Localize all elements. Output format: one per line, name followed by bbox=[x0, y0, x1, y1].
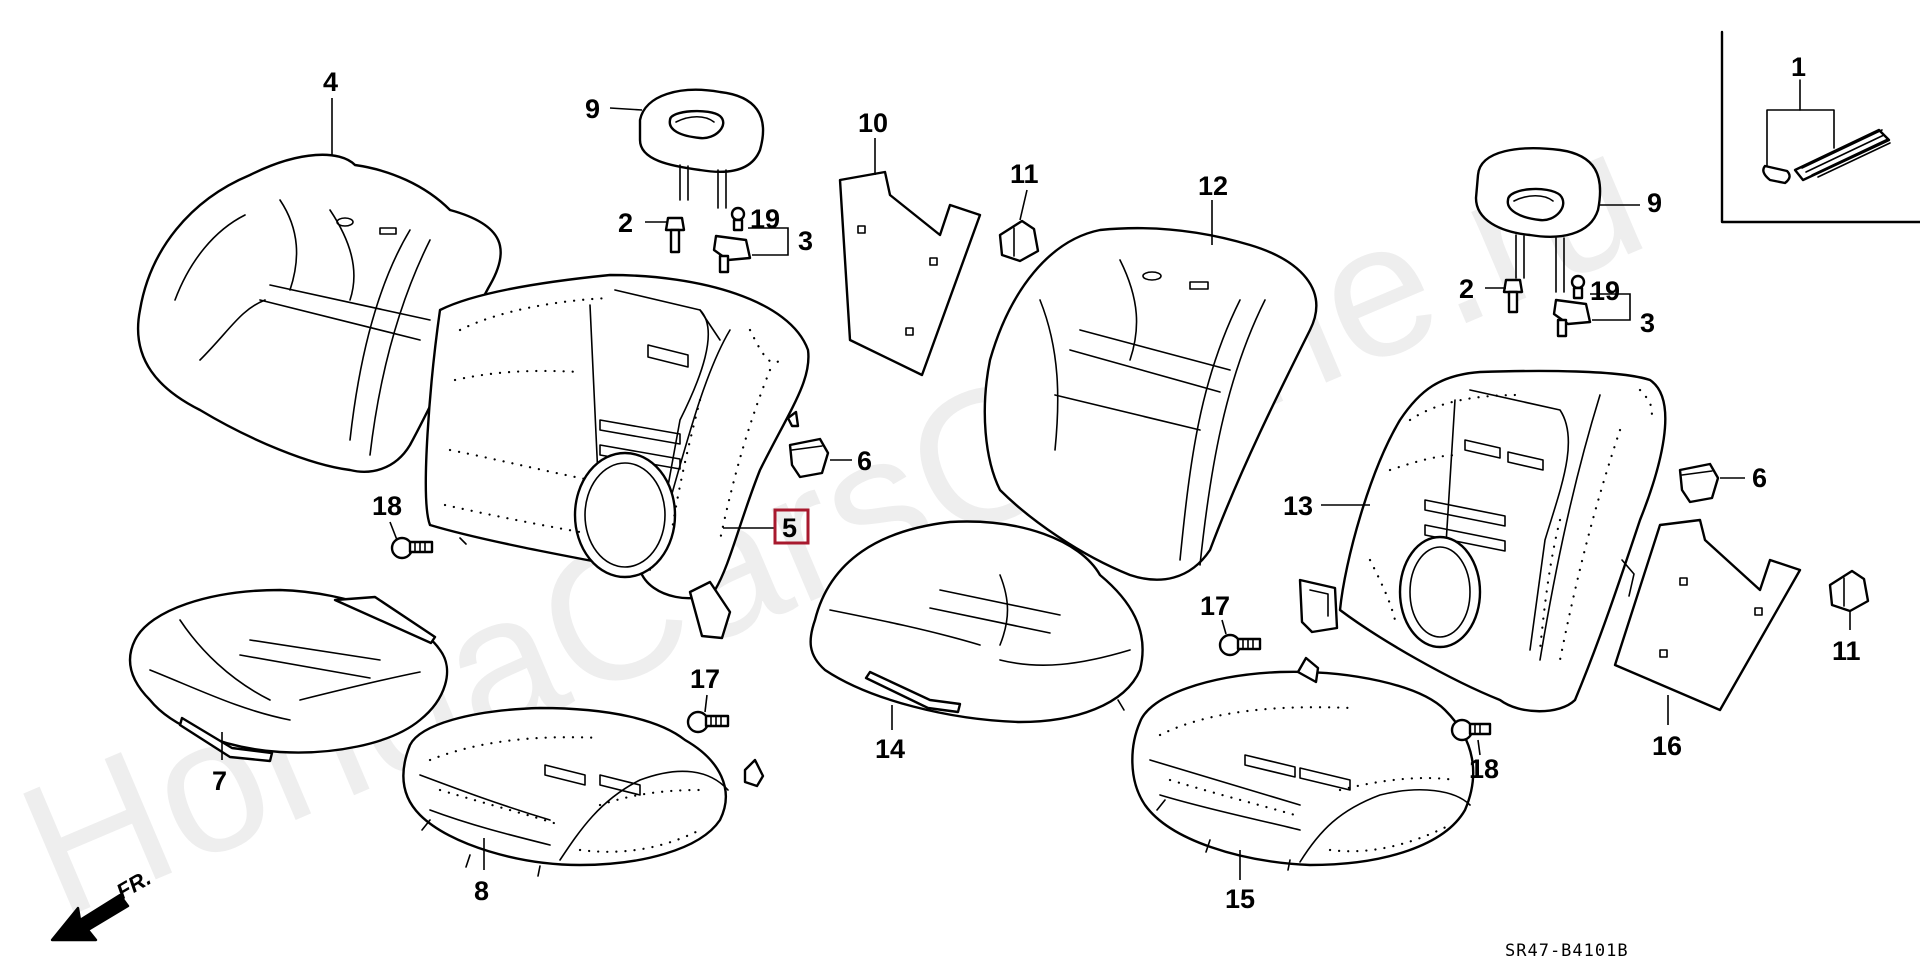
callout-6-right: 6 bbox=[1752, 463, 1767, 493]
callout-14: 14 bbox=[875, 734, 905, 764]
part-5-seat-back-frame-left[interactable] bbox=[424, 273, 810, 640]
callout-2-left: 2 bbox=[618, 208, 633, 238]
part-16-back-panel-right[interactable] bbox=[1613, 518, 1802, 712]
callout-9-right: 9 bbox=[1647, 188, 1662, 218]
part-17-bolt-right[interactable] bbox=[1218, 633, 1262, 657]
part-17-bolt-left[interactable] bbox=[686, 710, 730, 734]
part-18-bolt-left[interactable] bbox=[390, 536, 434, 560]
part-11-clip-left[interactable] bbox=[998, 219, 1040, 263]
part-19-bolt-right[interactable] bbox=[1570, 274, 1586, 300]
drawing-code: SR47-B4101B bbox=[1505, 941, 1629, 959]
callout-9-left: 9 bbox=[585, 94, 600, 124]
inset-box bbox=[1720, 30, 1920, 224]
part-13-seat-back-frame-right[interactable] bbox=[1298, 369, 1667, 713]
callout-5-highlight bbox=[773, 508, 810, 545]
callout-18-left: 18 bbox=[372, 491, 402, 521]
part-7-seat-cushion-cover-left[interactable] bbox=[128, 588, 449, 763]
callout-12: 12 bbox=[1198, 171, 1228, 201]
part-18-bolt-right[interactable] bbox=[1450, 718, 1492, 742]
callout-19-left: 19 bbox=[750, 204, 780, 234]
part-19-bolt-left[interactable] bbox=[730, 206, 746, 232]
callout-3-left: 3 bbox=[798, 226, 813, 256]
callout-8: 8 bbox=[474, 876, 489, 906]
part-3-headrest-lock-left[interactable] bbox=[712, 234, 752, 274]
callout-19-right: 19 bbox=[1590, 276, 1620, 306]
callout-11-right: 11 bbox=[1832, 636, 1861, 666]
part-6-grommet-right[interactable] bbox=[1678, 462, 1720, 504]
callout-2-right: 2 bbox=[1459, 274, 1474, 304]
part-9-headrest-right[interactable] bbox=[1474, 147, 1602, 293]
callout-3-right: 3 bbox=[1640, 308, 1655, 338]
callout-18-right: 18 bbox=[1469, 754, 1499, 784]
part-2-headrest-guide-left[interactable] bbox=[664, 216, 686, 254]
part-1-clip-spring[interactable] bbox=[1762, 79, 1891, 185]
callout-6-left: 6 bbox=[857, 446, 872, 476]
part-11-clip-right[interactable] bbox=[1828, 569, 1870, 613]
part-10-back-panel[interactable] bbox=[838, 170, 982, 377]
callout-17-right: 17 bbox=[1200, 591, 1230, 621]
callout-1: 1 bbox=[1791, 52, 1806, 82]
part-12-seat-back-cover-right[interactable] bbox=[983, 226, 1318, 581]
part-6-grommet-left[interactable] bbox=[788, 437, 830, 479]
part-4-seat-back-cover-left[interactable] bbox=[136, 153, 502, 473]
callout-7: 7 bbox=[212, 766, 227, 796]
callout-13: 13 bbox=[1283, 491, 1313, 521]
callout-10: 10 bbox=[858, 108, 888, 138]
part-8-seat-cushion-frame-left[interactable] bbox=[402, 706, 765, 877]
callout-4: 4 bbox=[323, 67, 338, 97]
callout-17-left: 17 bbox=[690, 664, 720, 694]
part-2-headrest-guide-right[interactable] bbox=[1502, 278, 1524, 314]
part-9-headrest-left[interactable] bbox=[638, 88, 765, 209]
front-direction-arrow-icon bbox=[50, 893, 130, 942]
part-15-seat-cushion-frame-right[interactable] bbox=[1131, 656, 1475, 871]
callout-15: 15 bbox=[1225, 884, 1255, 914]
callout-16: 16 bbox=[1652, 731, 1682, 761]
callout-11-left: 11 bbox=[1010, 159, 1039, 189]
callout-5[interactable]: 5 bbox=[782, 513, 797, 543]
part-3-headrest-lock-right[interactable] bbox=[1552, 298, 1592, 338]
part-14-seat-cushion-cover-right[interactable] bbox=[809, 520, 1144, 724]
